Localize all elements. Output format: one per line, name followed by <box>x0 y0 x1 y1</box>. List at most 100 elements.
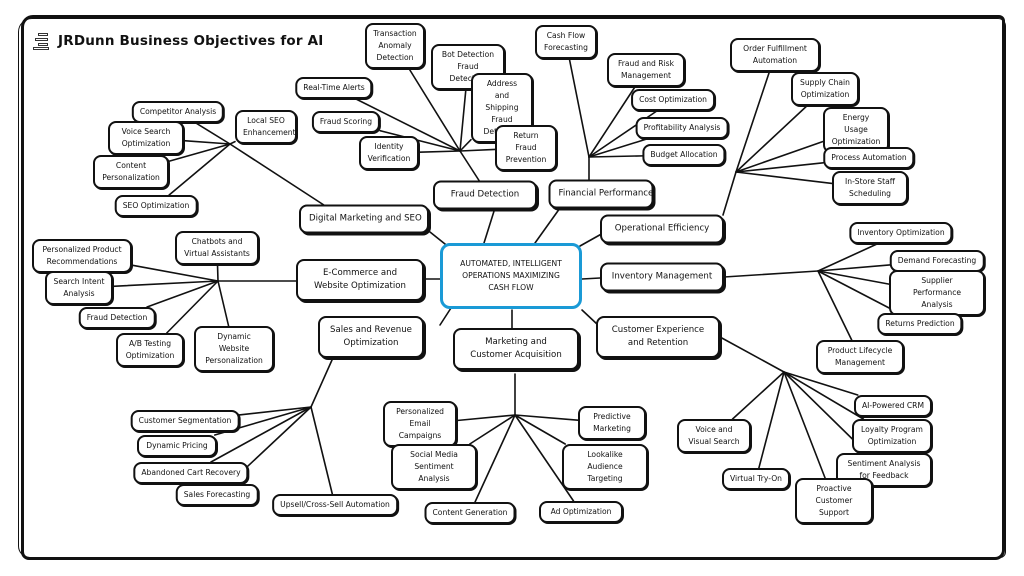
leaf-search-intent[interactable]: Search Intent Analysis <box>45 271 113 305</box>
leaf-profitability-analysis[interactable]: Profitability Analysis <box>635 117 729 139</box>
center-connector <box>439 307 452 326</box>
central-objective[interactable]: AUTOMATED, INTELLIGENT OPERATIONS MAXIMI… <box>440 243 582 309</box>
branch-connector <box>817 270 900 314</box>
branch-connector <box>210 406 312 463</box>
branch-connector <box>514 414 566 445</box>
branch-connector <box>408 68 461 152</box>
leaf-dynamic-pricing[interactable]: Dynamic Pricing <box>137 435 217 457</box>
leaf-return-fraud[interactable]: Return Fraud Prevention <box>495 125 557 171</box>
category-operational-efficiency[interactable]: Operational Efficiency <box>600 214 724 244</box>
branch-connector <box>588 155 644 158</box>
leaf-process-automation[interactable]: Process Automation <box>823 147 915 169</box>
branch-connector <box>165 280 219 334</box>
leaf-demand-forecasting[interactable]: Demand Forecasting <box>889 250 985 272</box>
leaf-chatbots[interactable]: Chatbots and Virtual Assistants <box>175 231 259 265</box>
leaf-ab-testing[interactable]: A/B Testing Optimization <box>116 333 184 367</box>
leaf-dynamic-website[interactable]: Dynamic Website Personalization <box>194 326 274 372</box>
leaf-fraud-scoring[interactable]: Fraud Scoring <box>311 111 381 133</box>
branch-connector <box>783 371 865 420</box>
branch-connector <box>817 264 891 272</box>
branch-connector <box>459 89 467 152</box>
category-financial-performance[interactable]: Financial Performance <box>548 179 654 209</box>
leaf-fraud-risk-management[interactable]: Fraud and Risk Management <box>607 53 685 87</box>
leaf-supply-chain[interactable]: Supply Chain Optimization <box>791 72 859 106</box>
branch-connector <box>735 71 771 173</box>
leaf-cash-flow-forecasting[interactable]: Cash Flow Forecasting <box>535 25 597 59</box>
branch-connector <box>379 129 461 152</box>
leaf-supplier-performance[interactable]: Supplier Performance Analysis <box>889 270 985 316</box>
branch-connector <box>195 122 231 145</box>
branch-connector <box>418 150 461 153</box>
category-fraud-detection[interactable]: Fraud Detection <box>433 180 537 210</box>
category-connector <box>719 336 785 373</box>
branch-connector <box>817 270 853 341</box>
branch-connector <box>731 371 785 420</box>
leaf-seo-optimization[interactable]: SEO Optimization <box>114 195 198 217</box>
branch-connector <box>735 171 833 185</box>
category-connector <box>229 143 331 210</box>
leaf-real-time-alerts[interactable]: Real-Time Alerts <box>295 77 373 99</box>
title-text: JRDunn Business Objectives for AI <box>58 33 324 49</box>
leaf-transaction-anomaly[interactable]: Transaction Anomaly Detection <box>365 23 425 69</box>
branch-connector <box>183 139 231 145</box>
leaf-sales-forecasting[interactable]: Sales Forecasting <box>175 484 259 506</box>
leaf-loyalty-program[interactable]: Loyalty Program Optimization <box>852 419 932 453</box>
leaf-personalized-recommendations[interactable]: Personalized Product Recommendations <box>32 239 132 273</box>
leaf-inventory-optimization[interactable]: Inventory Optimization <box>849 222 953 244</box>
category-connector <box>722 171 737 216</box>
branch-connector <box>735 105 808 173</box>
category-customer-experience[interactable]: Customer Experience and Retention <box>596 316 720 358</box>
leaf-bot-detection[interactable]: Bot Detection Fraud Detection <box>431 44 505 90</box>
leaf-content-generation[interactable]: Content Generation <box>424 502 516 524</box>
branch-connector <box>310 406 334 495</box>
center-connector <box>483 207 496 244</box>
branch-connector <box>817 243 878 272</box>
diagram-title: JRDunn Business Objectives for AI <box>32 31 324 51</box>
leaf-returns-prediction[interactable]: Returns Prediction <box>877 313 963 335</box>
category-sales-revenue[interactable]: Sales and Revenue Optimization <box>318 316 424 358</box>
leaf-voice-search[interactable]: Voice Search Optimization <box>108 121 184 155</box>
category-marketing-acquisition[interactable]: Marketing and Customer Acquisition <box>453 328 579 370</box>
leaf-voice-visual-search[interactable]: Voice and Visual Search <box>677 419 751 453</box>
leaf-social-media-sentiment[interactable]: Social Media Sentiment Analysis <box>391 444 477 490</box>
leaf-ai-crm[interactable]: AI-Powered CRM <box>853 395 933 417</box>
leaf-in-store-staff[interactable]: In-Store Staff Scheduling <box>832 171 908 205</box>
leaf-product-lifecycle[interactable]: Product Lifecycle Management <box>816 340 904 374</box>
leaf-local-seo[interactable]: Local SEO Enhancement <box>235 110 297 144</box>
category-inventory-management[interactable]: Inventory Management <box>600 262 724 292</box>
leaf-order-fulfillment[interactable]: Order Fulfillment Automation <box>730 38 820 72</box>
branch-connector <box>588 138 648 158</box>
branch-connector <box>131 264 219 282</box>
leaf-lookalike-audience[interactable]: Lookalike Audience Targeting <box>562 444 648 490</box>
leaf-energy-usage[interactable]: Energy Usage Optimization <box>823 107 889 153</box>
branch-connector <box>355 98 461 152</box>
category-connector <box>723 270 819 278</box>
leaf-ad-optimization[interactable]: Ad Optimization <box>539 501 623 523</box>
branch-connector <box>817 270 890 285</box>
leaf-proactive-support[interactable]: Proactive Customer Support <box>795 478 873 524</box>
leaf-upsell-cross-sell[interactable]: Upsell/Cross-Sell Automation <box>272 494 398 516</box>
branch-connector <box>568 58 590 158</box>
leaf-abandoned-cart[interactable]: Abandoned Cart Recovery <box>133 462 249 484</box>
leaf-predictive-marketing[interactable]: Predictive Marketing <box>578 406 646 440</box>
category-ecommerce[interactable]: E-Commerce and Website Optimization <box>296 259 424 301</box>
leaf-identity-verification[interactable]: Identity Verification <box>359 136 419 170</box>
leaf-virtual-try-on[interactable]: Virtual Try-On <box>722 468 790 490</box>
leaf-competitor-analysis[interactable]: Competitor Analysis <box>131 101 225 123</box>
leaf-customer-segmentation[interactable]: Customer Segmentation <box>130 410 240 432</box>
leaf-email-campaigns[interactable]: Personalized Email Campaigns <box>383 401 457 447</box>
leaf-content-personalization[interactable]: Content Personalization <box>93 155 169 189</box>
branch-connector <box>735 162 825 173</box>
branch-connector <box>588 86 636 158</box>
branch-connector <box>217 280 230 327</box>
leaf-cost-optimization[interactable]: Cost Optimization <box>631 89 715 111</box>
category-connector <box>459 150 481 183</box>
leaf-budget-allocation[interactable]: Budget Allocation <box>642 144 726 166</box>
category-digital-marketing[interactable]: Digital Marketing and SEO <box>299 204 429 234</box>
branch-connector <box>168 143 231 163</box>
branch-connector <box>146 280 219 308</box>
branch-connector <box>229 140 236 145</box>
stacked-bars-icon <box>32 31 52 51</box>
leaf-fraud-detection-ecom[interactable]: Fraud Detection <box>78 307 156 329</box>
